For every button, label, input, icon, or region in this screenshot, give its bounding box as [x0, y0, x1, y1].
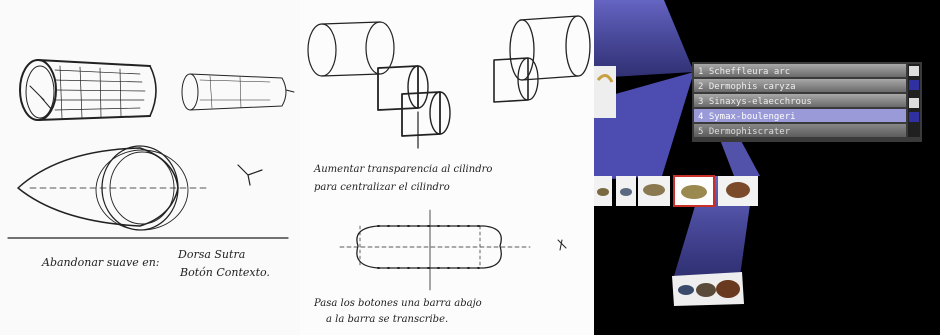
scroll-up-button[interactable]	[909, 66, 919, 76]
scroll-down-button[interactable]	[909, 112, 919, 122]
cylinder-sketch: Abandonar suave en: Dorsa Sutra Botón Co…	[0, 0, 300, 335]
svg-text:4 Symax-boulengeri: 4 Symax-boulengeri	[698, 112, 796, 122]
cylinder-stack	[378, 66, 450, 148]
frog-icon	[643, 184, 665, 196]
light-cylinder	[182, 74, 294, 110]
bar-with-buttons-sketch	[340, 210, 566, 290]
side-thumbnail[interactable]	[594, 66, 616, 118]
list-item[interactable]: 1 Scheffleura arc	[694, 64, 906, 77]
list-item[interactable]: 2 Dermophis caryza	[694, 79, 906, 92]
hatched-cylinder	[20, 60, 156, 120]
thumbnail-item[interactable]	[718, 176, 758, 206]
species-list: 1 Scheffleura arc 2 Dermophis caryza 3 S…	[692, 62, 922, 142]
scroll-thumb[interactable]	[909, 80, 919, 90]
frog-icon	[726, 182, 750, 198]
frog-icon	[678, 285, 694, 295]
svg-text:5 Dermophiscrater: 5 Dermophiscrater	[698, 127, 791, 137]
thumbnail-item[interactable]	[594, 176, 612, 206]
cylinder-right	[494, 16, 590, 102]
frog-icon	[696, 283, 716, 297]
note-buttons: Pasa los botones una barra abajo	[313, 298, 482, 309]
thumbnail-item[interactable]	[638, 176, 670, 206]
svg-text:2 Dermophis caryza: 2 Dermophis caryza	[698, 82, 796, 92]
thumbnail-item-selected[interactable]	[674, 176, 714, 206]
sketch-panel-transparency: Aumentar transparencia al cilindro para …	[300, 0, 594, 335]
note-transparency: Aumentar transparencia al cilindro	[313, 164, 492, 175]
caption-abandonar: Abandonar suave en:	[41, 256, 160, 269]
ui-screenshot-panel: 1 Scheffleura arc 2 Dermophis caryza 3 S…	[594, 0, 940, 335]
svg-text:3 Sinaxys-elaecchrous: 3 Sinaxys-elaecchrous	[698, 97, 812, 107]
caption-boton: Botón Contexto.	[179, 266, 270, 279]
frog-icon	[681, 185, 707, 199]
transparency-sketch: Aumentar transparencia al cilindro para …	[300, 0, 594, 335]
ui-3d-view: 1 Scheffleura arc 2 Dermophis caryza 3 S…	[594, 0, 940, 335]
list-item[interactable]: 3 Sinaxys-elaecchrous	[694, 94, 906, 107]
note-transcribe: a la barra se transcribe.	[326, 314, 448, 325]
sketch-panel-cylinder: Abandonar suave en: Dorsa Sutra Botón Co…	[0, 0, 300, 335]
thumbnail-item[interactable]	[616, 176, 636, 206]
frog-icon	[620, 188, 632, 196]
image-detail-strip	[672, 272, 744, 306]
list-item-selected[interactable]: 4 Symax-boulengeri	[694, 109, 906, 122]
frog-icon	[597, 188, 609, 196]
list-item[interactable]: 5 Dermophiscrater	[694, 124, 906, 137]
note-centralize: para centralizar el cilindro	[314, 182, 450, 193]
caption-dorsa: Dorsa Sutra	[177, 248, 245, 261]
thumbnail-strip	[594, 176, 758, 206]
frog-icon	[716, 280, 740, 298]
svg-text:1 Scheffleura arc: 1 Scheffleura arc	[698, 67, 790, 77]
scroll-mid-button[interactable]	[909, 98, 919, 108]
cone-sketch	[18, 146, 262, 230]
